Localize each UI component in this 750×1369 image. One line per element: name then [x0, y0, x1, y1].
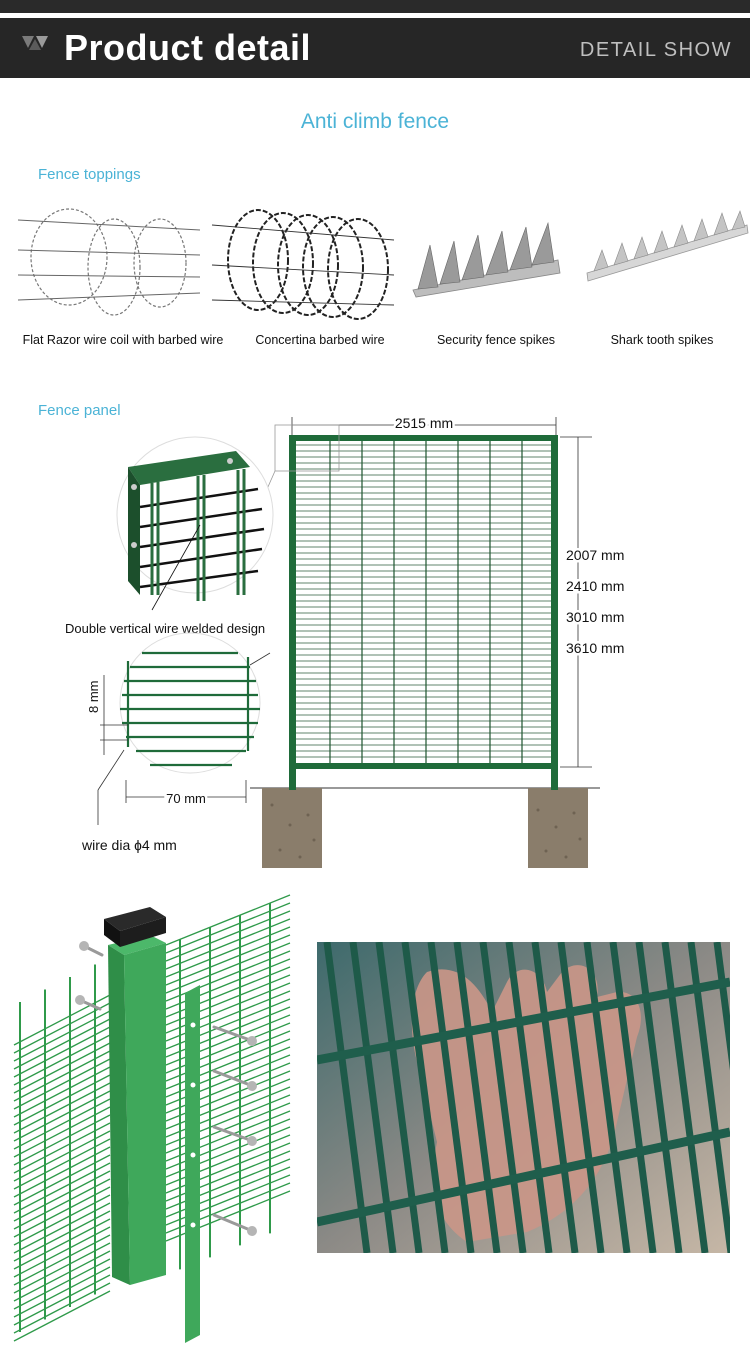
height-label-3: 3010 mm	[566, 609, 624, 625]
shark-tooth-spikes-icon	[586, 210, 749, 282]
toppings-heading: Fence toppings	[38, 166, 141, 183]
anti-climb-mesh-photo	[317, 942, 730, 1253]
double-wire-label: Double vertical wire welded design	[65, 621, 265, 636]
flat-razor-wire-icon	[17, 208, 201, 316]
header-banner: Product detail DETAIL SHOW	[0, 18, 750, 78]
panel-heading: Fence panel	[38, 402, 121, 419]
shark-tooth-spikes-image	[572, 205, 750, 325]
concertina-wire-icon	[211, 209, 395, 320]
height-label-4: 3610 mm	[566, 640, 624, 656]
vertical-spacing-label: 8 mm	[86, 681, 101, 714]
fence-panel-drawing: 2515 mm 2007 mm 2410 mm 3010 mm 3610 mm	[0, 395, 750, 885]
wire-diameter-label: wire dia ɸ4 mm	[81, 837, 177, 853]
topping-label-concertina: Concertina barbed wire	[255, 333, 385, 347]
flat-razor-wire-image	[14, 205, 204, 325]
fence-panel-diagram: 2515 mm 2007 mm 2410 mm 3010 mm 3610 mm	[65, 413, 627, 868]
topping-label-flat-razor: Flat Razor wire coil with barbed wire	[22, 333, 224, 347]
horizontal-spacing-label: 70 mm	[166, 791, 206, 806]
topping-label-shark-tooth: Shark tooth spikes	[610, 333, 714, 347]
height-label-1: 2007 mm	[566, 547, 624, 563]
security-spikes-icon	[412, 221, 561, 298]
section-title: Anti climb fence	[300, 110, 450, 133]
triangle-logo-icon	[22, 36, 48, 50]
security-spikes-image	[408, 205, 598, 325]
width-dimension-label: 2515 mm	[395, 415, 453, 431]
page-title: Product detail	[64, 27, 312, 68]
post-assembly-illustration	[13, 894, 291, 1343]
topping-label-security-spikes: Security fence spikes	[436, 333, 556, 347]
concertina-wire-image	[208, 205, 398, 325]
top-strip	[0, 0, 750, 13]
height-label-2: 2410 mm	[566, 578, 624, 594]
page-subtitle: DETAIL SHOW	[579, 39, 732, 61]
